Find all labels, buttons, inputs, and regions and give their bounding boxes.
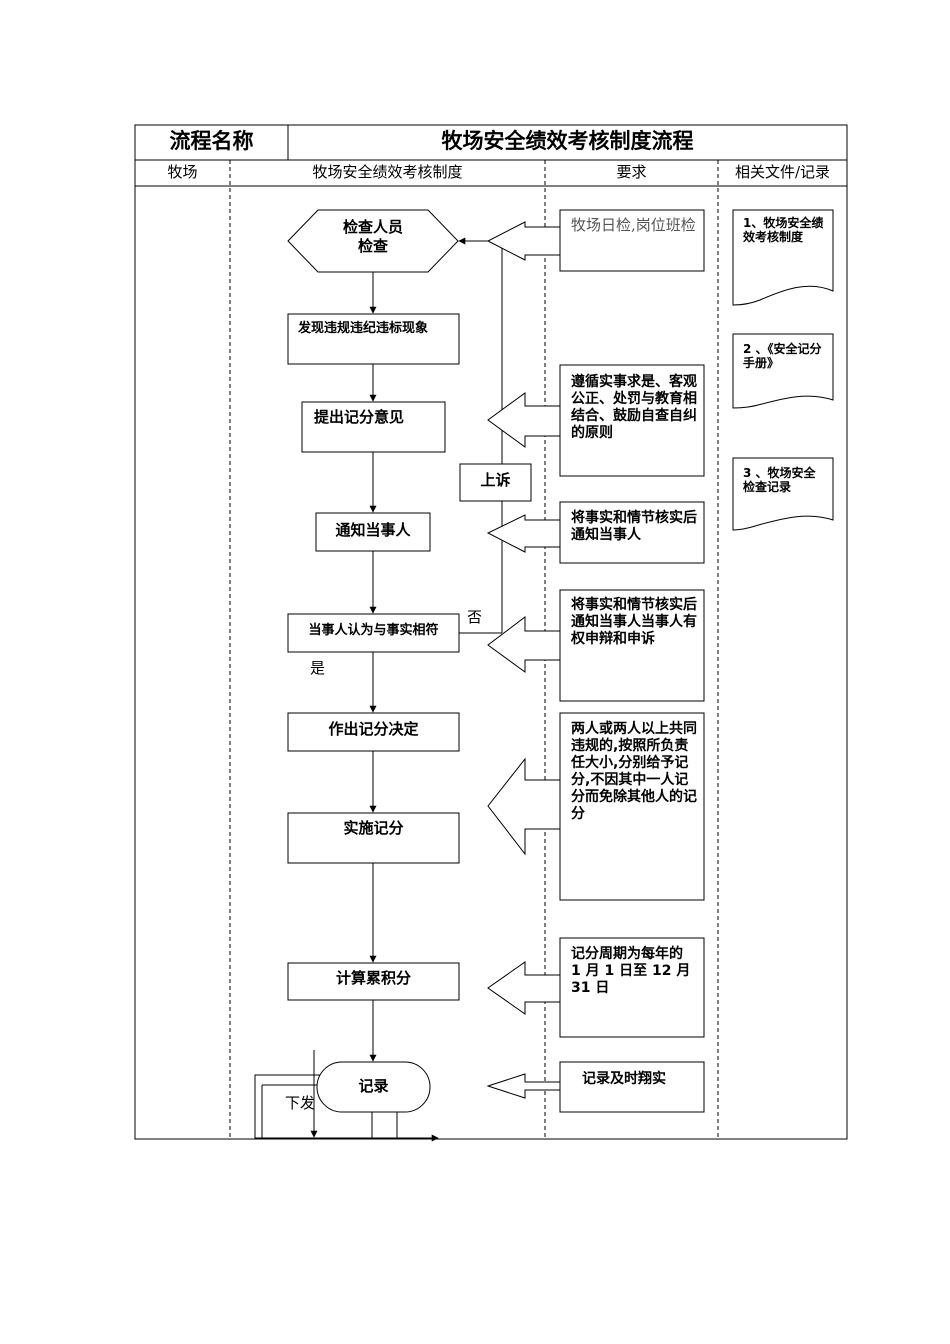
column-header-requirements: 要求 bbox=[616, 163, 647, 181]
requirement-text-verify-notify: 将事实和情节核实后通知当事人 bbox=[571, 510, 697, 543]
end-node-label: 记录 bbox=[358, 1077, 389, 1095]
requirement-text-daily-check: 牧场日检,岗位班检 bbox=[571, 216, 696, 234]
requirement-text-right-to-appeal: 将事实和情节核实后通知当事人当事人有权申辩和申诉 bbox=[571, 597, 697, 647]
document-label-safety-record: 3 、牧场安全检查记录 bbox=[743, 466, 816, 494]
requirement-text-joint-violation: 两人或两人以上共同违规的,按照所负责任大小,分别给予记分,不因其中一人记分而免除… bbox=[571, 721, 697, 822]
appeal-loop bbox=[458, 237, 503, 634]
appeal-box bbox=[459, 463, 532, 502]
block-arrows bbox=[486, 221, 561, 1099]
step-box-5 bbox=[287, 812, 460, 864]
decision-label: 当事人认为与事实相符 bbox=[308, 623, 439, 638]
no-branch-label: 否 bbox=[467, 608, 483, 626]
step-label-notify-party: 通知当事人 bbox=[335, 521, 411, 539]
step-box-6 bbox=[287, 962, 460, 1001]
requirement-boxes bbox=[559, 209, 705, 1113]
column-header-farm: 牧场 bbox=[167, 163, 198, 181]
partial-overlay-text: 下发 bbox=[285, 1094, 316, 1112]
requirement-text-record: 记录及时翔实 bbox=[582, 1071, 666, 1087]
yes-branch-label: 是 bbox=[310, 659, 326, 677]
column-header-documents: 相关文件/记录 bbox=[734, 163, 831, 181]
step-label-apply-score: 实施记分 bbox=[343, 819, 404, 837]
document-label-score-manual: 2 、《安全记分手册》 bbox=[743, 342, 822, 370]
step-label-total-score: 计算累积分 bbox=[335, 969, 411, 987]
appeal-label: 上诉 bbox=[480, 471, 511, 489]
page-title: 牧场安全绩效考核制度流程 bbox=[441, 128, 694, 153]
requirement-text-principles: 遵循实事求是、客观公正、处罚与教育相结合、鼓励自查自纠的原则 bbox=[571, 374, 697, 441]
step-label-propose-score: 提出记分意见 bbox=[314, 408, 405, 426]
step-label-decide-score: 作出记分决定 bbox=[328, 720, 419, 738]
start-hexagon bbox=[287, 209, 459, 273]
document-shapes bbox=[732, 209, 834, 531]
column-header-system: 牧场安全绩效考核制度 bbox=[312, 163, 463, 181]
table-frame bbox=[134, 124, 848, 1140]
start-node-label: 检查人员 检查 bbox=[342, 218, 403, 255]
document-label-system: 1、牧场安全绩效考核制度 bbox=[743, 216, 824, 244]
end-terminator bbox=[316, 1061, 431, 1113]
step-box-1 bbox=[287, 313, 460, 365]
header-label: 流程名称 bbox=[169, 128, 254, 153]
step-label-detect-violation: 发现违规违纪违标现象 bbox=[298, 321, 429, 336]
requirement-text-score-period: 记分周期为每年的 1 月 1 日至 12 月 31 日 bbox=[571, 946, 691, 996]
